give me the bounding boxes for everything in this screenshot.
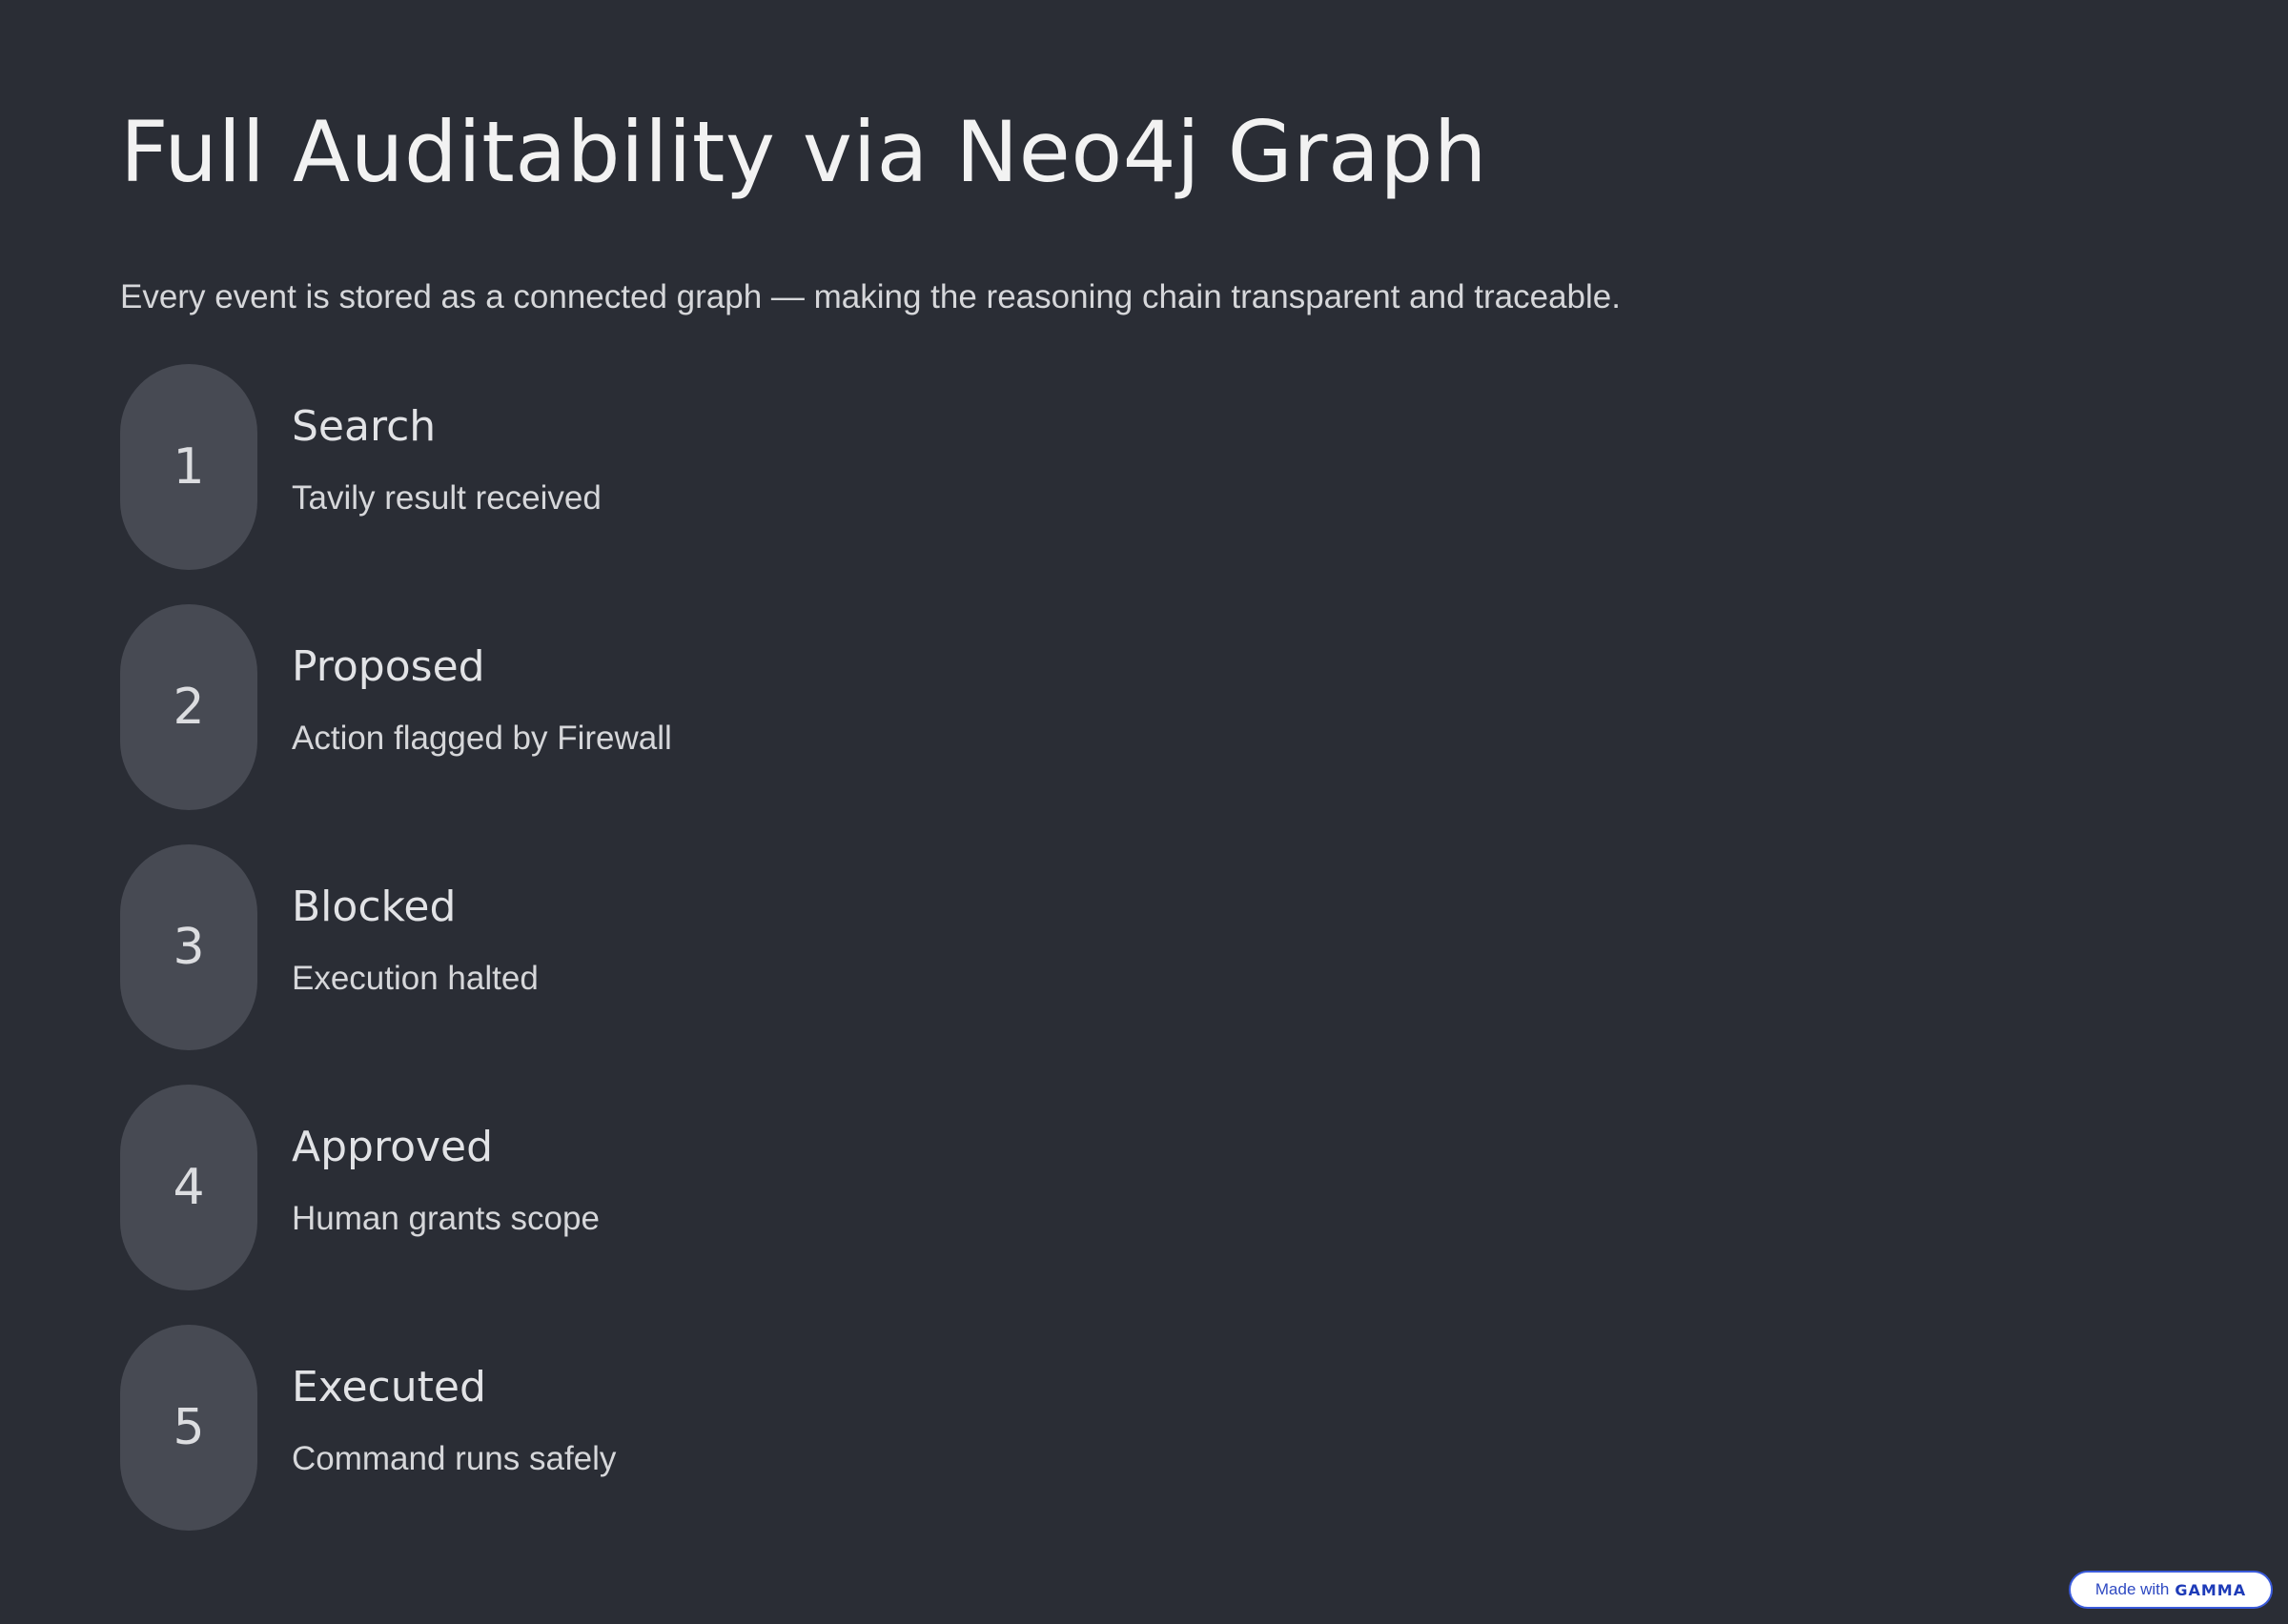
step-item: 5 Executed Command runs safely — [120, 1325, 1455, 1531]
step-number-badge: 5 — [120, 1325, 257, 1531]
step-number-badge: 1 — [120, 364, 257, 570]
step-title: Blocked — [292, 883, 457, 931]
step-title: Search — [292, 402, 437, 451]
step-number: 5 — [173, 1399, 205, 1456]
step-item: 1 Search Tavily result received — [120, 364, 1455, 570]
step-number: 2 — [173, 679, 205, 736]
step-title: Executed — [292, 1363, 486, 1411]
step-description: Command runs safely — [292, 1440, 617, 1477]
step-item: 3 Blocked Execution halted — [120, 844, 1455, 1050]
step-item: 2 Proposed Action flagged by Firewall — [120, 604, 1455, 810]
made-with-gamma-badge[interactable]: Made with GAMMA — [2069, 1571, 2273, 1609]
step-number: 1 — [173, 438, 205, 496]
step-number-badge: 4 — [120, 1085, 257, 1290]
step-description: Action flagged by Firewall — [292, 720, 672, 757]
step-number: 4 — [173, 1159, 205, 1216]
made-with-label: Made with — [2094, 1580, 2170, 1598]
gamma-logo: GAMMA — [2175, 1580, 2247, 1599]
step-description: Human grants scope — [292, 1200, 600, 1237]
step-description: Tavily result received — [292, 479, 602, 517]
step-number-badge: 3 — [120, 844, 257, 1050]
step-item: 4 Approved Human grants scope — [120, 1085, 1455, 1290]
step-title: Approved — [292, 1123, 494, 1171]
step-title: Proposed — [292, 642, 485, 691]
step-number: 3 — [173, 919, 205, 976]
slide-title: Full Auditability via Neo4j Graph — [120, 103, 1487, 201]
step-description: Execution halted — [292, 960, 539, 997]
step-number-badge: 2 — [120, 604, 257, 810]
slide-subtitle: Every event is stored as a connected gra… — [120, 278, 1621, 315]
